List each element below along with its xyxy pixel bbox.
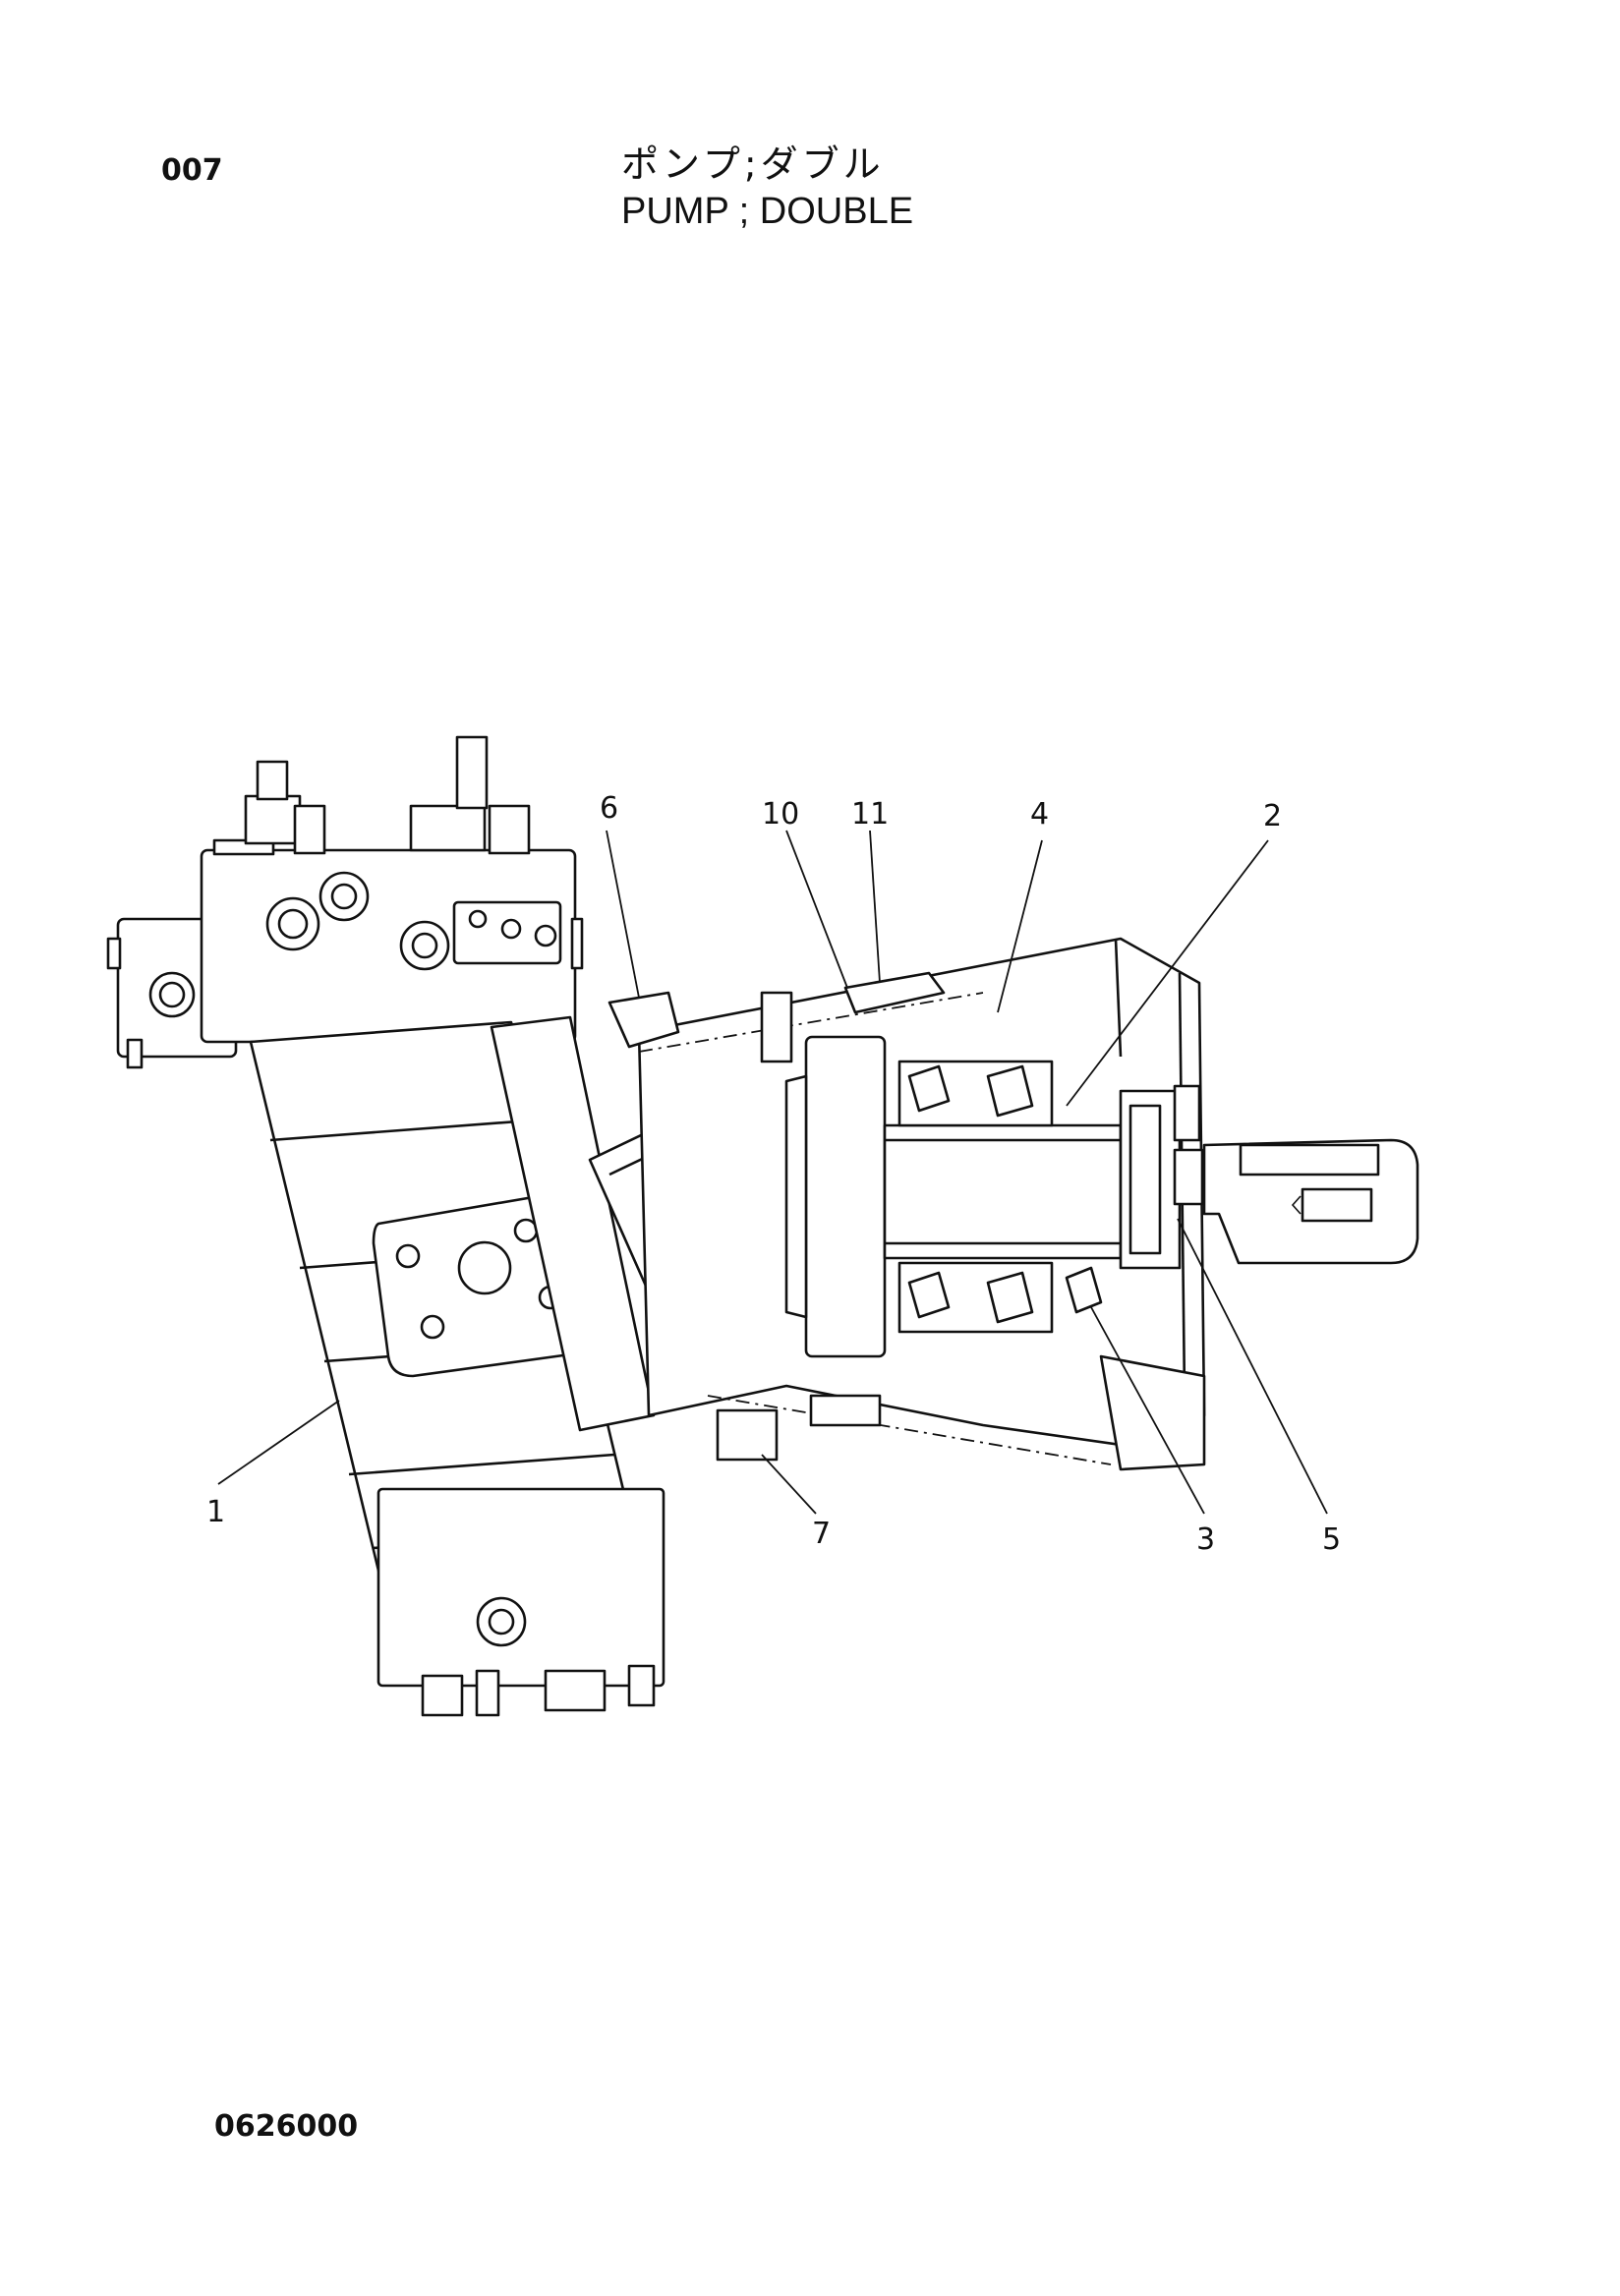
callout-11: 11 [851, 797, 889, 832]
callout-7: 7 [812, 1517, 831, 1551]
control-valve-block [106, 735, 584, 1069]
callout-5: 5 [1322, 1522, 1341, 1557]
callout-4: 4 [1030, 797, 1049, 832]
leader-lines [217, 830, 1328, 1515]
callout-10: 10 [762, 797, 799, 832]
callout-6: 6 [600, 791, 618, 826]
pump-casing [608, 937, 1419, 1471]
callout-3: 3 [1196, 1522, 1215, 1557]
title-japanese: ポンプ;ダブル [621, 143, 885, 186]
drawing-number: 0626000 [214, 2109, 359, 2144]
callout-1: 1 [206, 1495, 225, 1529]
callout-labels: 1 2 3 4 5 6 7 10 11 [206, 791, 1341, 1557]
title-english: PUMP ; DOUBLE [621, 191, 914, 232]
page-number: 007 [161, 153, 223, 188]
callout-2: 2 [1263, 799, 1282, 833]
